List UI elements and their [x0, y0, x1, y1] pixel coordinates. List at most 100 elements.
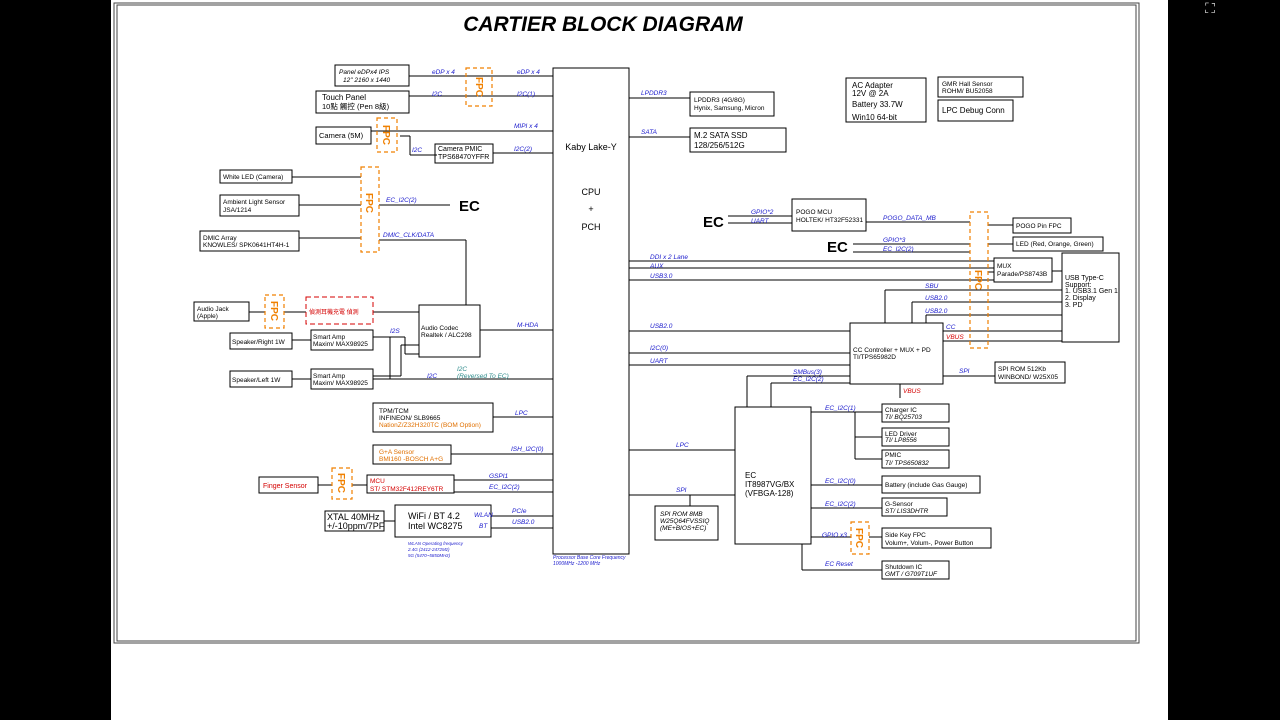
- jack-detect-box: [305, 296, 374, 325]
- charger-label: TI/ BQ25703: [885, 414, 922, 421]
- mcu-label: ST/ STM32F412REY6TR: [370, 486, 444, 493]
- led-rog-box: [1012, 236, 1104, 252]
- signal-pcie: PCIe: [512, 508, 527, 515]
- signal-mhda: M-HDA: [517, 322, 538, 329]
- signal-ec-i2c2-led: EC_I2C(2): [883, 246, 914, 253]
- audio-jack-label: Audio Jack: [197, 306, 230, 313]
- wifi-note-label: 5G (5470~5850MHz): [408, 553, 451, 558]
- spi-rom8-label: (ME+BIOS+EC): [660, 525, 706, 532]
- amp-left-label: Smart Amp: [313, 373, 346, 380]
- shutdown-box: [881, 560, 950, 580]
- sidekey-label: Volum+, Volum-, Power Button: [885, 540, 974, 547]
- amp-right-label: Smart Amp: [313, 334, 346, 341]
- fpc-finger: [331, 467, 353, 500]
- fpc-labels: FPC FPC FPC FPC FPC FPC FPC: [268, 77, 983, 548]
- spk-left-box: [229, 370, 293, 388]
- signal-usb2-b: USB2.0: [925, 308, 948, 315]
- spi-rom-box: [994, 361, 1066, 384]
- pogo-fpc-label: POGO Pin FPC: [1016, 223, 1062, 230]
- usbc-box: [1061, 252, 1120, 343]
- cam-pmic-box: [434, 143, 494, 164]
- ac-box: [845, 77, 927, 123]
- fpc-connectors: [264, 67, 989, 555]
- charger-box: [881, 403, 950, 423]
- signal-ish: ISH_I2C(0): [511, 446, 544, 453]
- amp-right-label: Maxim/ MAX98925: [313, 341, 368, 348]
- als-label: Ambient Light Sensor: [223, 199, 286, 206]
- xtal-box: [324, 510, 385, 532]
- pmic-box: [881, 449, 950, 469]
- lpddr-box: [689, 91, 775, 117]
- tpm-label: NationZ/Z32H320TC (BOM Option): [379, 422, 481, 429]
- cpu-line: Kaby Lake-Y: [565, 142, 617, 152]
- fpc-sidekey: [850, 521, 870, 555]
- signal-usb2-wifi: USB2.0: [512, 519, 535, 526]
- pogo-fpc-box: [1012, 217, 1072, 234]
- usbc-label: 1. USB3.1 Gen 1: [1065, 288, 1118, 295]
- wifi-label: Intel WC8275: [408, 521, 463, 531]
- signal-usb2-cpu: USB2.0: [650, 323, 673, 330]
- signal-usb3: USB3.0: [650, 273, 673, 280]
- spi-rom8-box: [654, 505, 719, 541]
- signal-wlan: WLAN: [474, 512, 493, 519]
- ec-label: EC: [745, 471, 756, 480]
- signal-i2c0: I2C(0): [650, 345, 668, 352]
- signal-i2c-cam: I2C: [412, 147, 422, 154]
- signal-gpio2: GPIO*2: [751, 209, 774, 216]
- gmr-label: GMR Hall Sensor: [942, 81, 993, 88]
- pmic-label: TI/ TPS650832: [885, 460, 929, 467]
- sidekey-label: Side Key FPC: [885, 532, 926, 539]
- cpu-line: +: [588, 204, 593, 214]
- ac-label: 12V @ 2A: [852, 89, 889, 98]
- codec-label: Realtek / ALC298: [421, 332, 472, 339]
- als-box: [219, 194, 300, 217]
- signal-ec-i2c2: EC_I2C(2): [386, 197, 417, 204]
- mux-label: Parade/PS8743B: [997, 271, 1047, 278]
- gmr-box: [937, 76, 1024, 98]
- xtal-label: +/-10ppm/7PF: [327, 521, 385, 531]
- lpc-debug-label: LPC Debug Conn: [942, 106, 1005, 115]
- signal-vbus2: VBUS: [903, 388, 921, 395]
- dmic-box: [199, 230, 300, 252]
- signal-edp-l: eDP x 4: [432, 69, 455, 76]
- ec-label: IT8987VG/BX: [745, 480, 795, 489]
- camera-label: Camera (5M): [319, 131, 364, 140]
- panel-label: Panel eDPx4 IPS: [339, 69, 390, 76]
- diagram-title: CARTIER BLOCK DIAGRAM: [463, 13, 743, 36]
- fpc-label: FPC: [335, 473, 346, 493]
- fpc-sensors: [360, 166, 380, 253]
- gsensor2-box: [881, 497, 948, 517]
- spk-left-label: Speaker/Left 1W: [232, 377, 281, 384]
- audio-jack-box: [193, 301, 250, 322]
- signal-uart-cc: UART: [650, 358, 669, 365]
- tpm-label: TPM/TCM: [379, 408, 409, 415]
- ac-label: AC Adapter: [852, 81, 893, 90]
- signal-i2c1: I2C(1): [517, 91, 535, 98]
- expand-icon[interactable]: ⛶: [1205, 1, 1215, 17]
- fpc-label: FPC: [972, 270, 983, 290]
- dmic-label: KNOWLES/ SPK0641HT4H-1: [203, 242, 290, 249]
- ec-label: EC: [827, 239, 848, 256]
- lpddr-label: Hynix, Samsung, Micron: [694, 105, 765, 112]
- block-diagram: CARTIER BLOCK DIAGRAM FPC FPC FPC FPC FP…: [113, 2, 1140, 644]
- fpc-label: FPC: [268, 301, 279, 321]
- wifi-box: [394, 504, 492, 538]
- signal-i2c-rev2: (Reversed To EC): [457, 373, 509, 380]
- fpc-display: [465, 67, 493, 107]
- cc-label: TI/TPS65982D: [853, 354, 896, 361]
- finger-box: [258, 476, 319, 494]
- fpc-label: FPC: [853, 528, 864, 548]
- diagram-sheet: CARTIER BLOCK DIAGRAM FPC FPC FPC FPC FP…: [111, 0, 1168, 720]
- signal-ec-i2c2-mcu: EC_I2C(2): [489, 484, 520, 491]
- cam-pmic-label: Camera PMIC: [438, 146, 482, 153]
- ec-box: [734, 406, 812, 545]
- mux-label: MUX: [997, 263, 1012, 270]
- usbc-label: USB Type-C: [1065, 275, 1104, 282]
- led-drv-label: LED Driver: [885, 431, 918, 438]
- cpu-note: Processor Base Core Frequency 1000MHz -1…: [553, 555, 626, 567]
- spi-rom-label: WINBOND/ W25X05: [998, 374, 1058, 381]
- component-boxes: [193, 64, 1120, 580]
- cam-pmic-label: TPS68470YFFR: [438, 154, 489, 161]
- gsensor2-label: ST/ LIS3DHTR: [885, 508, 929, 515]
- fpc-label: FPC: [380, 125, 391, 145]
